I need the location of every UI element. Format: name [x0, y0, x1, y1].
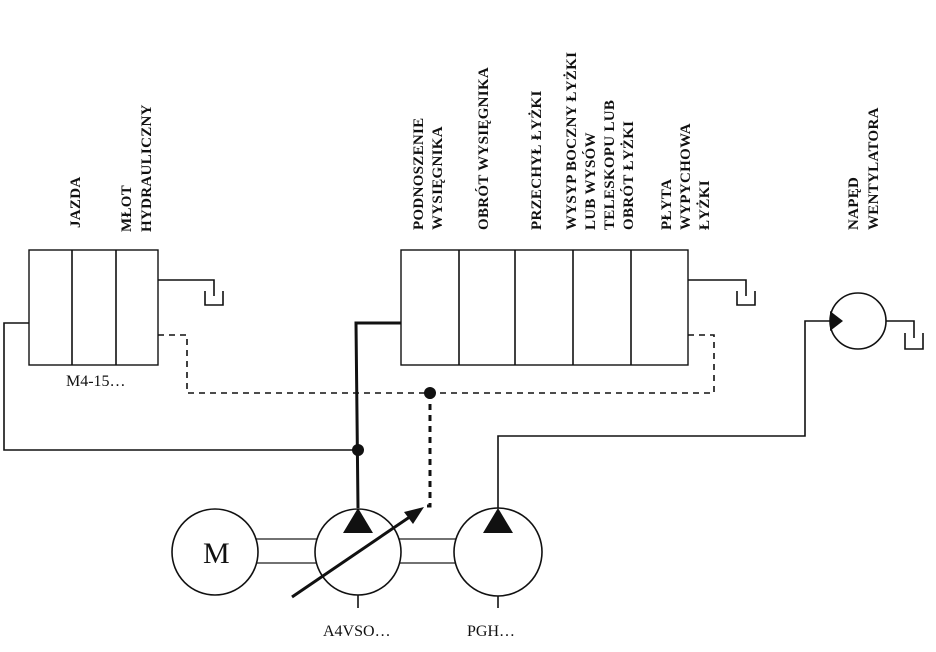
- svg-text:OBRÓT ŁYŻKI: OBRÓT ŁYŻKI: [620, 121, 637, 230]
- junction-node-pressure: [352, 444, 364, 456]
- variable-pump-label: A4VSO…: [323, 623, 391, 640]
- control-line-left-block: [158, 334, 430, 394]
- svg-text:PODNOSZENIE: PODNOSZENIE: [411, 118, 427, 231]
- valve-block-left: [28, 249, 159, 366]
- svg-text:PŁYTA: PŁYTA: [659, 179, 675, 230]
- fan-motor: [829, 292, 887, 350]
- control-line-right-block: [430, 334, 715, 394]
- label-podnoszenie-wysiegnika: PODNOSZENIE WYSIĘGNIKA: [411, 118, 446, 231]
- label-przechyl-lyzki: PRZECHYŁ ŁYŻKI: [528, 90, 545, 230]
- svg-text:WYSYP BOCZNY ŁYŻKI: WYSYP BOCZNY ŁYŻKI: [563, 52, 580, 230]
- variable-pump: [291, 507, 424, 608]
- svg-text:WYSIĘGNIKA: WYSIĘGNIKA: [430, 126, 446, 230]
- svg-text:NAPĘD: NAPĘD: [846, 177, 862, 230]
- svg-text:PRZECHYŁ ŁYŻKI: PRZECHYŁ ŁYŻKI: [528, 90, 545, 230]
- label-plyta-wypychowa: PŁYTA WYPYCHOWA ŁYŻKI: [659, 123, 713, 230]
- tank-symbol-right: [688, 279, 756, 306]
- label-naped-wentylatora: NAPĘD WENTYLATORA: [846, 107, 882, 230]
- label-wysyp-boczny-lyzki: WYSYP BOCZNY ŁYŻKI LUB WYSÓW TELESKOPU L…: [563, 52, 637, 230]
- pressure-line-fan: [497, 320, 830, 508]
- svg-text:ŁYŻKI: ŁYŻKI: [696, 180, 713, 230]
- valve-block-left-label: M4-15…: [66, 373, 126, 390]
- shaft-coupling: [255, 538, 460, 564]
- label-obrot-wysiegnika: OBRÓT WYSIĘGNIKA: [475, 67, 492, 230]
- svg-text:MŁOT: MŁOT: [119, 185, 135, 232]
- svg-text:HYDRAULICZNY: HYDRAULICZNY: [139, 104, 155, 232]
- svg-text:OBRÓT WYSIĘGNIKA: OBRÓT WYSIĘGNIKA: [475, 67, 492, 230]
- valve-block-right: [400, 249, 689, 366]
- label-jazda: JAZDA: [68, 176, 84, 228]
- tank-symbol-fan: [886, 320, 924, 350]
- electric-motor: M: [171, 508, 259, 596]
- fixed-pump: [453, 507, 543, 608]
- pressure-line-right-block: [354, 321, 401, 509]
- fixed-pump-label: PGH…: [467, 623, 515, 640]
- tank-symbol-left: [158, 279, 224, 306]
- svg-text:JAZDA: JAZDA: [68, 176, 84, 228]
- svg-text:WENTYLATORA: WENTYLATORA: [866, 107, 882, 230]
- svg-text:WYPYCHOWA: WYPYCHOWA: [678, 123, 694, 230]
- svg-text:LUB WYSÓW: LUB WYSÓW: [582, 132, 599, 230]
- svg-text:TELESKOPU LUB: TELESKOPU LUB: [602, 100, 618, 230]
- motor-symbol-letter: M: [203, 537, 230, 570]
- pressure-line-left-block: [3, 322, 358, 451]
- label-mlot-hydrauliczny: MŁOT HYDRAULICZNY: [119, 104, 155, 232]
- control-line-pump: [422, 393, 432, 508]
